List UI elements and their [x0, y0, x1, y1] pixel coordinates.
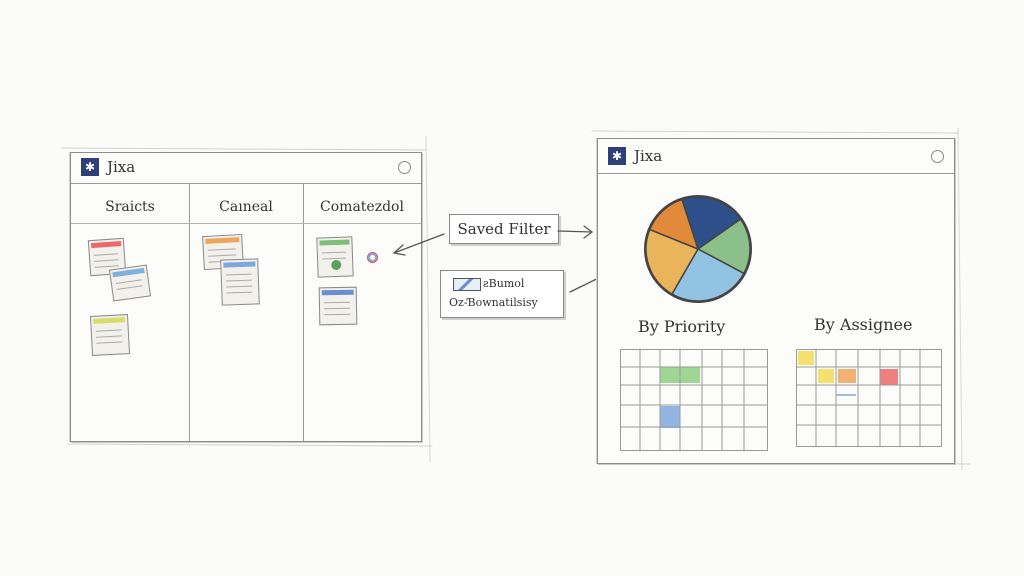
priority-grid	[620, 349, 768, 451]
filter-query-icon	[453, 278, 481, 291]
dashboard-window-title: Jixa	[634, 147, 663, 165]
jira-logo-icon: ✱	[81, 158, 99, 176]
pie-slice	[670, 247, 745, 302]
priority-cell-green	[680, 367, 700, 383]
priority-cell-blue	[660, 406, 680, 428]
column-header-3[interactable]: Comatezdol	[320, 199, 404, 215]
filter-query-line-2: Oz-Ɓownatilsisy	[449, 296, 538, 309]
column-header-line	[71, 223, 421, 224]
pie-chart	[644, 195, 752, 303]
column-header-1[interactable]: Sraicts	[105, 199, 155, 215]
by-assignee-label: By Assignee	[814, 315, 913, 334]
assignee-cell-yellow	[818, 369, 834, 383]
assignee-cell-orange	[838, 369, 856, 383]
pie-slice	[680, 196, 742, 251]
window-control-button[interactable]	[398, 161, 411, 174]
drag-cursor-icon	[367, 252, 378, 263]
board-window: ✱ Jixa Sraicts Caıneal Comatezdol	[70, 152, 422, 442]
filter-query-line-1: ƨBumol	[483, 277, 525, 290]
jira-logo-icon: ✱	[608, 147, 626, 165]
priority-cell-green	[660, 367, 680, 383]
window-control-button[interactable]	[931, 150, 944, 163]
dashboard-window-titlebar: ✱ Jixa	[598, 139, 954, 174]
filter-query-box[interactable]: ƨBumol Oz-Ɓownatilsisy	[440, 270, 564, 318]
column-divider	[189, 184, 190, 441]
pie-slice	[645, 228, 700, 296]
pie-slice	[696, 218, 751, 275]
by-priority-label: By Priority	[638, 317, 726, 336]
column-header-2[interactable]: Caıneal	[219, 199, 273, 215]
dashboard-window: ✱ Jixa By Priority By Assignee	[597, 138, 955, 464]
assignee-grid	[796, 349, 942, 447]
saved-filter-box[interactable]: Saved Filter	[449, 214, 559, 244]
pie-outline	[644, 195, 752, 303]
board-window-title: Jixa	[107, 158, 136, 176]
arrow-to-chart	[557, 230, 593, 233]
board-window-titlebar: ✱ Jixa	[71, 153, 421, 184]
assignee-cell-yellow	[798, 351, 814, 365]
pie-slice	[648, 198, 700, 251]
assignee-cell-red	[880, 369, 898, 385]
column-divider	[303, 184, 304, 441]
arrow-to-board	[393, 233, 445, 254]
